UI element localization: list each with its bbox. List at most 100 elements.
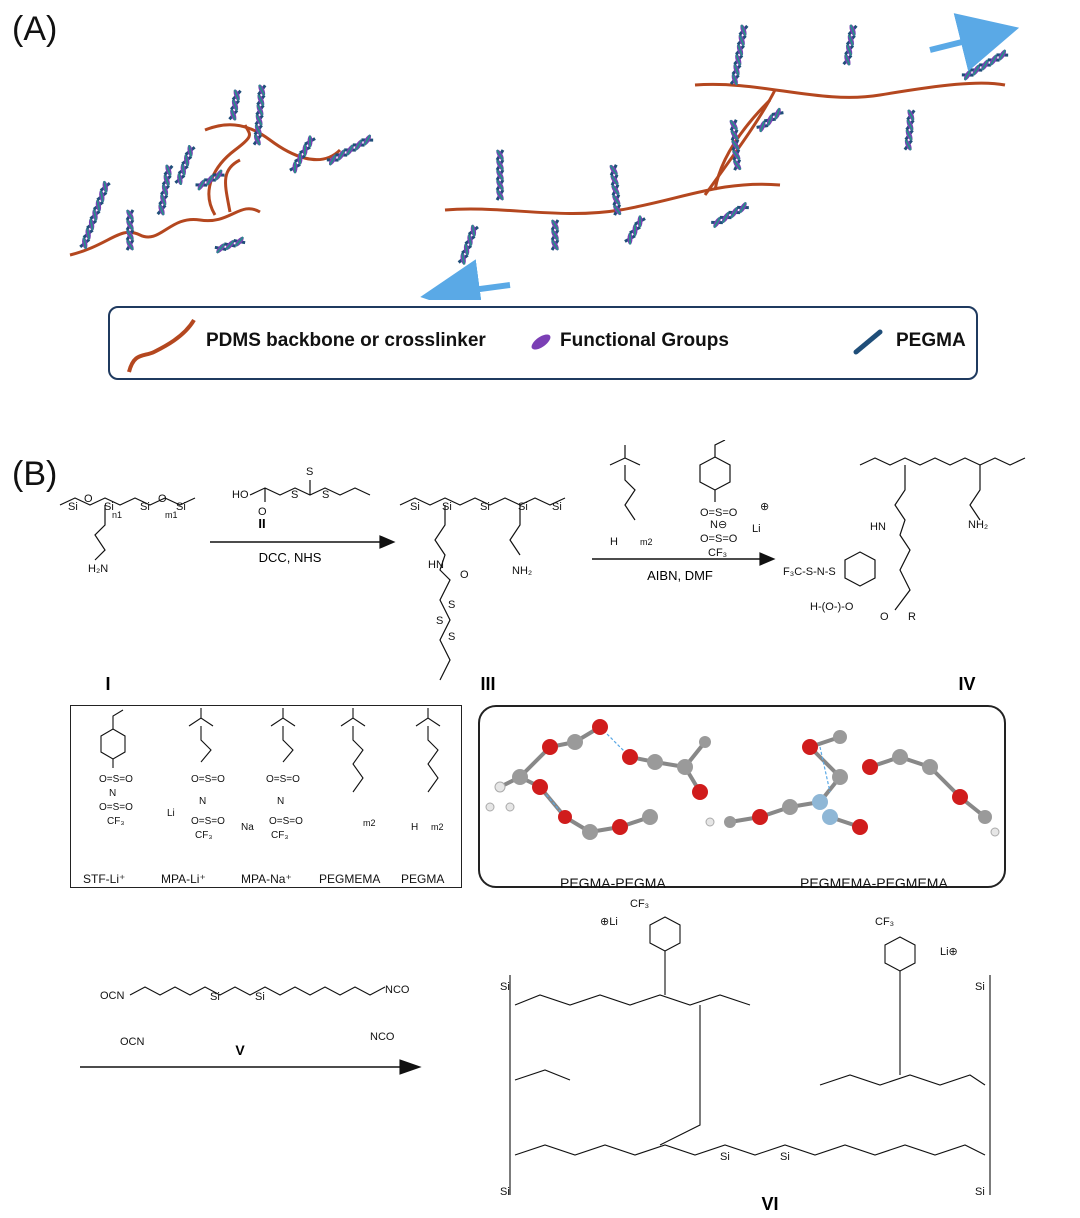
svg-text:O=S=O: O=S=O [99, 802, 133, 813]
svg-text:N: N [199, 796, 206, 807]
model-label-pegmema-pegmema: PEGMEMA-PEGMEMA [800, 875, 948, 891]
svg-text:S: S [448, 599, 455, 611]
svg-text:Li⊕: Li⊕ [940, 946, 958, 958]
svg-text:Si: Si [552, 501, 562, 513]
svg-text:Na: Na [241, 822, 254, 833]
stretch-arrow-left [420, 259, 511, 300]
svg-text:O: O [158, 493, 167, 505]
compound-iv-label: IV [958, 674, 975, 694]
pegma-icon [853, 329, 883, 355]
brush-chain [76, 21, 1012, 269]
legend-backbone: PDMS backbone or crosslinker [206, 330, 486, 351]
svg-text:⊕: ⊕ [760, 501, 769, 513]
panel-label-a: (A) [12, 10, 58, 48]
step2-conditions: AIBN, DMF [647, 568, 713, 583]
svg-text:n1: n1 [112, 510, 122, 520]
monomer-label-stf-li: STF-Li⁺ [83, 872, 126, 886]
compound-i-structure: Si Si Si Si O O n1 m1 H₂N [59, 493, 196, 575]
svg-text:Si: Si [104, 501, 114, 513]
svg-text:O=S=O: O=S=O [269, 816, 303, 827]
monomer-label-pegmema: PEGMEMA [319, 872, 381, 886]
step1-conditions: DCC, NHS [259, 550, 322, 565]
svg-text:O: O [880, 611, 889, 623]
svg-text:Si: Si [410, 501, 420, 513]
monomer-label-mpa-na: MPA-Na⁺ [241, 872, 292, 886]
stretch-arrow-right [929, 13, 1020, 72]
svg-text:CF₃: CF₃ [875, 916, 894, 928]
svg-text:NH₂: NH₂ [512, 565, 532, 577]
svg-text:Si: Si [176, 501, 186, 513]
svg-text:Si: Si [68, 501, 78, 513]
svg-text:m2: m2 [363, 818, 376, 828]
svg-text:Si: Si [255, 991, 265, 1003]
svg-text:O=S=O: O=S=O [99, 774, 133, 785]
svg-text:Si: Si [720, 1151, 730, 1163]
polymer-network-illustration [69, 13, 1020, 300]
svg-text:HN: HN [428, 559, 444, 571]
functional-group-icon [531, 334, 551, 350]
svg-text:O=S=O: O=S=O [700, 533, 738, 545]
svg-text:CF₃: CF₃ [271, 830, 288, 841]
svg-text:NH₂: NH₂ [968, 519, 988, 531]
svg-text:Si: Si [518, 501, 528, 513]
panel-label-b: (B) [12, 455, 58, 493]
svg-text:Si: Si [780, 1151, 790, 1163]
svg-text:Si: Si [442, 501, 452, 513]
svg-text:m2: m2 [431, 822, 444, 832]
svg-text:CF₃: CF₃ [195, 830, 212, 841]
svg-text:m1: m1 [165, 510, 178, 520]
molecular-models-box: PEGMA-PEGMA PEGMEMA-PEGMEMA [478, 705, 1006, 891]
compound-iii-label: III [480, 674, 495, 694]
svg-text:H: H [411, 822, 418, 833]
svg-text:Si: Si [975, 981, 985, 993]
svg-text:⊕Li: ⊕Li [600, 916, 618, 928]
svg-text:O=S=O: O=S=O [191, 774, 225, 785]
svg-text:H-(O-)-O: H-(O-)-O [810, 601, 854, 613]
svg-text:N: N [277, 796, 284, 807]
svg-text:H: H [610, 536, 618, 548]
svg-text:S: S [306, 466, 313, 478]
svg-text:m2: m2 [640, 537, 653, 547]
svg-text:O=S=O: O=S=O [266, 774, 300, 785]
svg-text:Si: Si [500, 981, 510, 993]
svg-text:CF₃: CF₃ [708, 547, 727, 559]
svg-text:R: R [908, 611, 916, 623]
legend-functional: Functional Groups [560, 330, 729, 351]
svg-text:Li: Li [752, 523, 761, 535]
svg-text:O=S=O: O=S=O [700, 507, 738, 519]
svg-text:HO: HO [232, 489, 249, 501]
legend-pegma: PEGMA [896, 330, 966, 351]
svg-text:N: N [109, 788, 116, 799]
monomer-label-mpa-li: MPA-Li⁺ [161, 872, 206, 886]
svg-text:Si: Si [975, 1186, 985, 1198]
svg-text:Si: Si [140, 501, 150, 513]
svg-text:O=S=O: O=S=O [191, 816, 225, 827]
svg-text:HN: HN [870, 521, 886, 533]
reagent-v-label: V [235, 1042, 245, 1058]
svg-text:OCN: OCN [100, 990, 125, 1002]
svg-text:S: S [448, 631, 455, 643]
compound-iv-structure: F₃C-S-N-S H-(O-)-O O R NH₂ HN [783, 457, 1026, 623]
svg-text:CF₃: CF₃ [107, 816, 124, 827]
svg-text:O: O [84, 493, 93, 505]
svg-text:NCO: NCO [370, 1031, 395, 1043]
svg-text:F₃C-S-N-S: F₃C-S-N-S [783, 566, 836, 578]
svg-text:S: S [322, 489, 329, 501]
legend-box: PDMS backbone or crosslinker Functional … [108, 306, 978, 380]
ball-and-stick-models [485, 719, 1000, 840]
backbone-icon [127, 318, 196, 373]
svg-text:Si: Si [500, 1186, 510, 1198]
model-label-pegma-pegma: PEGMA-PEGMA [560, 875, 666, 891]
svg-text:CF₃: CF₃ [630, 898, 649, 910]
svg-text:O: O [460, 569, 469, 581]
svg-text:Si: Si [210, 991, 220, 1003]
svg-text:H₂N: H₂N [88, 563, 108, 575]
monomer-label-pegma: PEGMA [401, 872, 445, 886]
